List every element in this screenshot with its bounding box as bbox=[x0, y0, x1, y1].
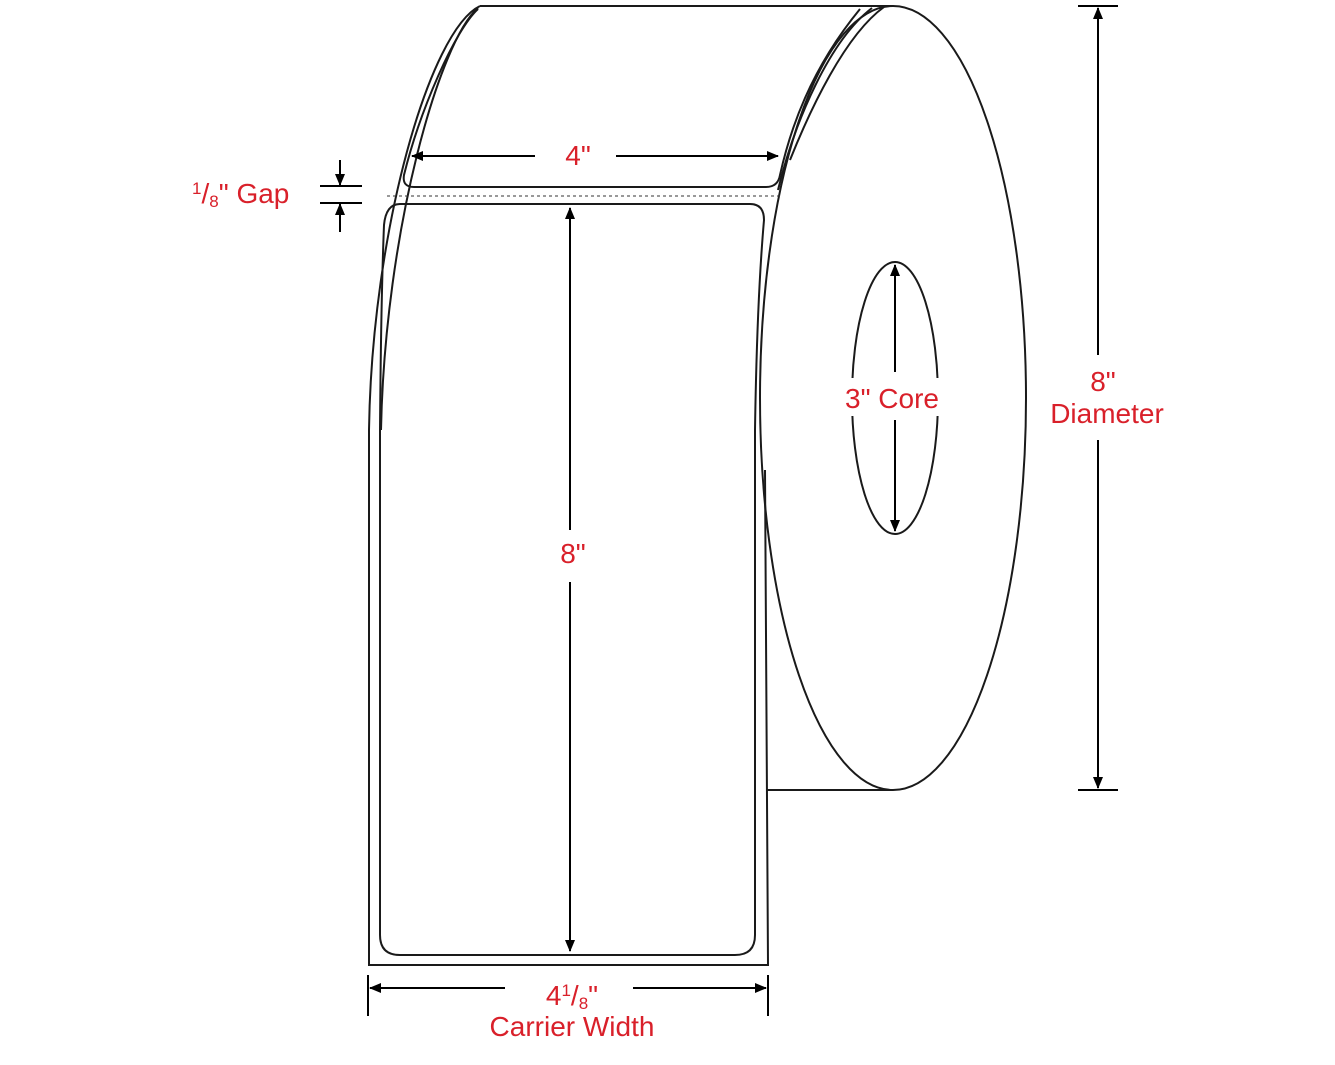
core-text: 3" Core bbox=[845, 383, 939, 414]
gap-text: 1/8" Gap bbox=[192, 178, 289, 211]
label-width-dimension: 4" bbox=[411, 140, 779, 171]
label-height-text: 8" bbox=[560, 538, 586, 569]
diameter-value: 8" bbox=[1090, 366, 1116, 397]
core-dimension: 3" Core bbox=[835, 261, 950, 535]
main-label bbox=[379, 203, 766, 956]
top-label bbox=[402, 8, 861, 188]
gap-dimension: 1/8" Gap bbox=[192, 160, 362, 232]
carrier-width-dimension: 41/8" Carrier Width bbox=[367, 975, 769, 1042]
label-height-dimension: 8" bbox=[560, 207, 586, 952]
diameter-label: Diameter bbox=[1050, 398, 1164, 429]
diameter-dimension: 8" Diameter bbox=[1050, 5, 1164, 791]
roll-outline bbox=[480, 5, 1027, 791]
label-width-text: 4" bbox=[565, 140, 591, 171]
carrier-width-label: Carrier Width bbox=[490, 1011, 655, 1042]
carrier-width-value: 41/8" bbox=[546, 980, 598, 1013]
